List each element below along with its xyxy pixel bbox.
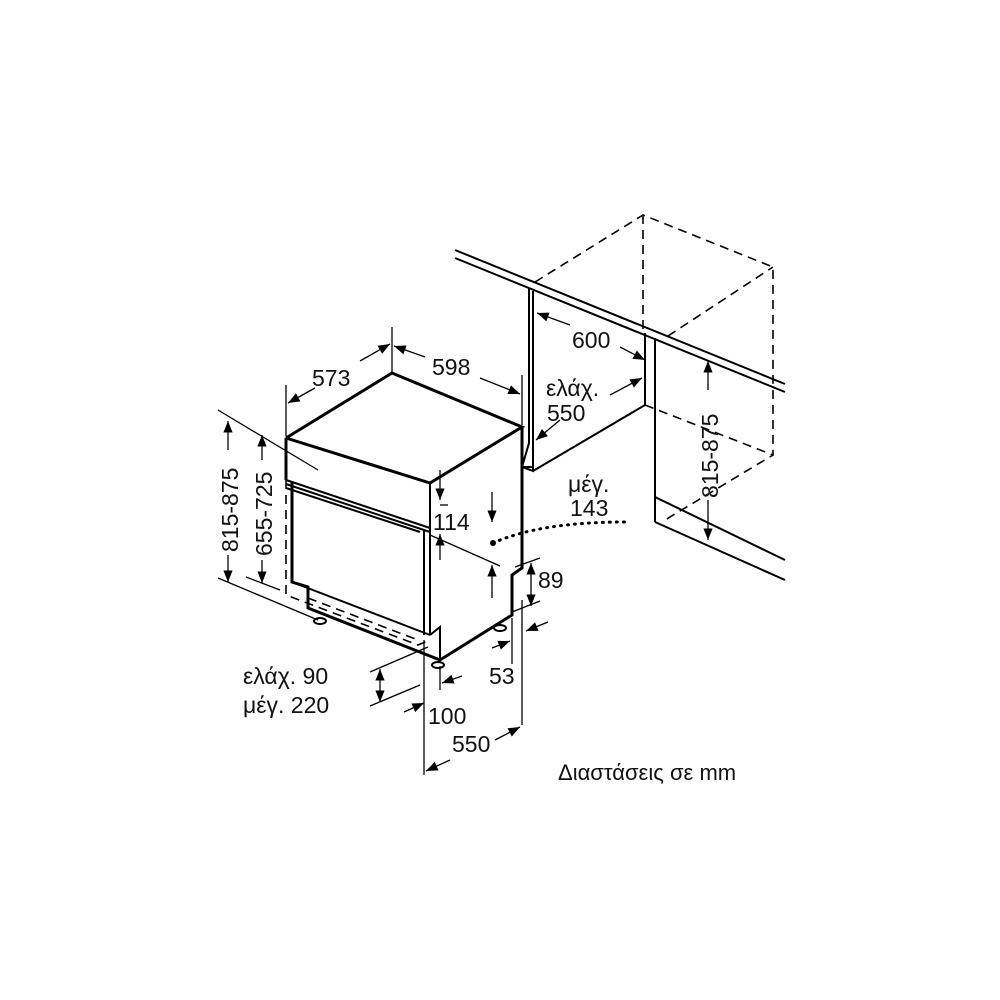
label-plinth-100: 100: [428, 703, 466, 729]
label-niche-height: 815-875: [697, 414, 723, 498]
label-vent-max-value: 143: [570, 495, 608, 521]
foot-icon: [431, 661, 445, 669]
label-height-815-875: 815-875: [217, 468, 243, 552]
dishwasher-body: [284, 371, 526, 669]
caption-dimensions-in-mm: Διαστάσεις σε mm: [558, 760, 736, 785]
dimension-lines: [217, 312, 713, 775]
label-niche-width-600: 600: [572, 327, 610, 353]
label-plinth-max: μέγ. 220: [243, 692, 329, 718]
label-depth-550: 550: [452, 731, 490, 757]
label-foot-53: 53: [489, 663, 515, 689]
label-width-598: 598: [432, 354, 470, 380]
foot-icon: [493, 624, 507, 632]
label-niche-depth-min-prefix: ελάχ.: [546, 375, 599, 401]
label-niche-depth-min-value: 550: [547, 400, 585, 426]
label-depth-573: 573: [312, 365, 350, 391]
label-height-655-725: 655-725: [251, 472, 277, 556]
kitchen-cabinet-niche: [454, 214, 786, 581]
label-panel-114: 114: [433, 509, 470, 535]
label-step-89: 89: [538, 567, 564, 593]
label-plinth-min: ελάχ. 90: [243, 663, 328, 689]
label-vent-max-prefix: μέγ.: [568, 471, 609, 497]
foot-icon: [313, 617, 327, 625]
